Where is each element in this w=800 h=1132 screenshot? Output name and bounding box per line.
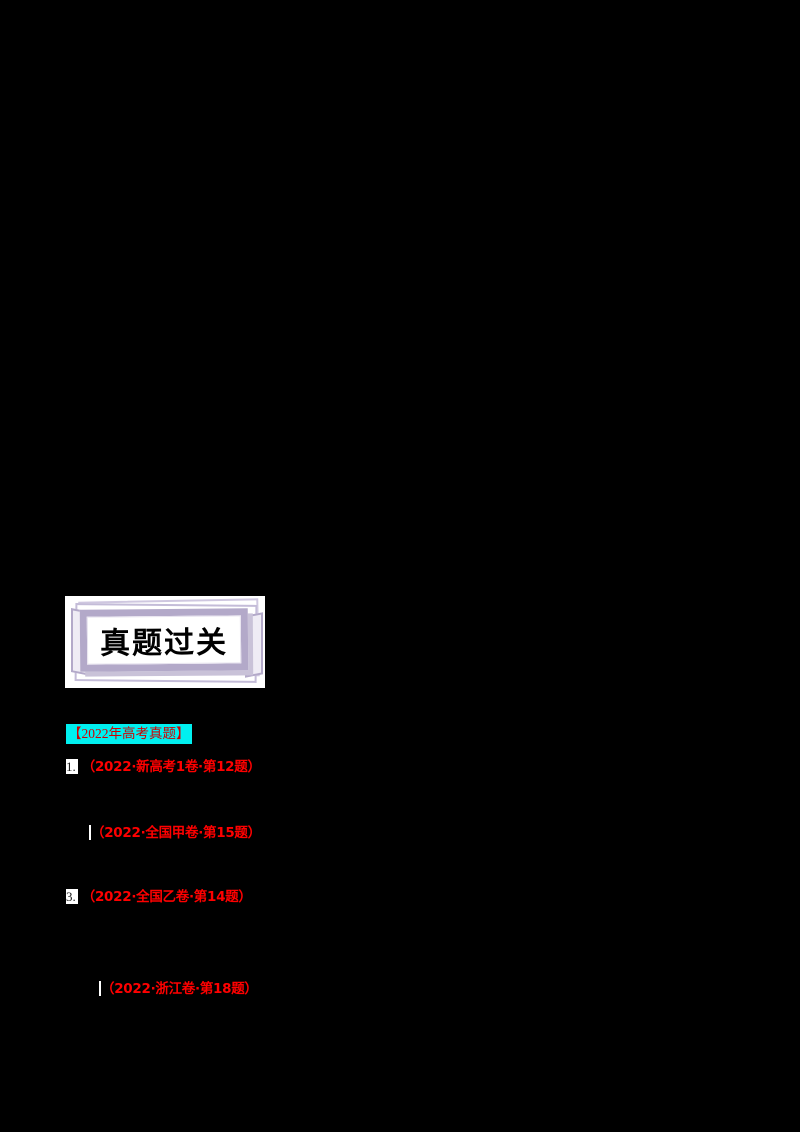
question-number bbox=[99, 981, 101, 996]
question-source: （2022·浙江卷·第18题） bbox=[101, 981, 258, 997]
question-source: （2022·新高考1卷·第12题） bbox=[81, 759, 261, 775]
content-block: 【2022年高考真题】 1. （2022·新高考1卷·第12题） （2022·全… bbox=[66, 724, 666, 999]
question-item: 1. （2022·新高考1卷·第12题） bbox=[66, 757, 666, 777]
banner-title: 真题过关 bbox=[99, 625, 229, 662]
question-item: （2022·全国甲卷·第15题） bbox=[66, 823, 666, 843]
question-item: （2022·浙江卷·第18题） bbox=[66, 979, 666, 999]
section-banner: 真题过关 bbox=[65, 596, 265, 688]
question-source: （2022·全国甲卷·第15题） bbox=[91, 825, 261, 841]
question-number: 3. bbox=[66, 889, 78, 904]
question-number: 1. bbox=[66, 759, 78, 774]
banner-paper-stack: 真题过关 bbox=[65, 596, 265, 688]
section-heading: 【2022年高考真题】 bbox=[66, 724, 192, 744]
question-source: （2022·全国乙卷·第14题） bbox=[81, 889, 252, 905]
question-number bbox=[89, 825, 91, 840]
question-item: 3. （2022·全国乙卷·第14题） bbox=[66, 887, 666, 907]
